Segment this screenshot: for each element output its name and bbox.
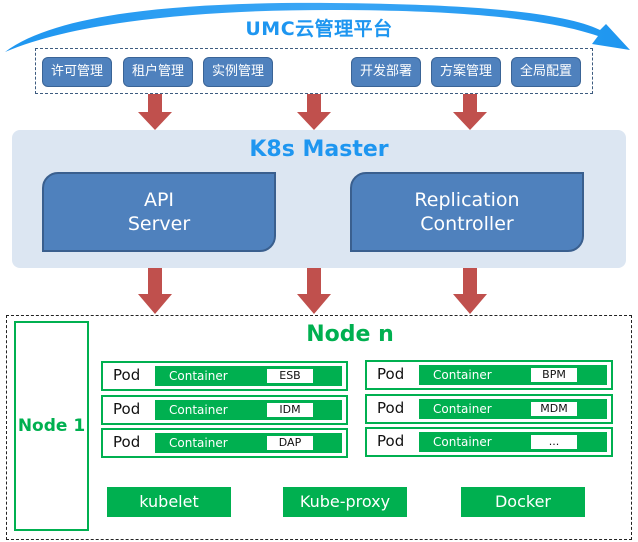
platform-title: UMC云管理平台 xyxy=(245,18,393,40)
down-arrow-icon xyxy=(297,94,331,130)
down-arrow-icon xyxy=(138,268,172,314)
module-tenant-button[interactable]: 租户管理 xyxy=(123,57,193,87)
pod-label: Pod xyxy=(377,432,405,450)
pod-label: Pod xyxy=(113,433,141,451)
replication-controller-box[interactable]: Replication Controller xyxy=(350,172,584,252)
module-solution-button[interactable]: 方案管理 xyxy=(431,57,501,87)
docker-box[interactable]: Docker xyxy=(461,487,585,517)
replication-controller-label-line2: Controller xyxy=(420,213,514,235)
pod-idm[interactable]: Pod Container IDM xyxy=(101,395,348,425)
container-box: Container BPM xyxy=(419,365,607,385)
container-label: Container xyxy=(433,402,492,416)
service-tag-more: ... xyxy=(531,435,577,449)
module-instance-button[interactable]: 实例管理 xyxy=(203,57,273,87)
pod-label: Pod xyxy=(377,365,405,383)
pod-label: Pod xyxy=(377,399,405,417)
container-box: Container DAP xyxy=(155,433,342,453)
container-box: Container IDM xyxy=(155,400,342,420)
node-n-title: Node n xyxy=(306,322,394,347)
pod-dap[interactable]: Pod Container DAP xyxy=(101,428,348,458)
service-tag-bpm: BPM xyxy=(531,368,577,382)
k8s-master-title: K8s Master xyxy=(249,137,389,162)
node-1-label: Node 1 xyxy=(17,416,86,436)
platform-modules-frame xyxy=(35,48,593,94)
module-global-config-button[interactable]: 全局配置 xyxy=(511,57,581,87)
replication-controller-label-line1: Replication xyxy=(414,189,520,211)
service-tag-mdm: MDM xyxy=(531,402,577,416)
down-arrow-icon xyxy=(297,268,331,314)
nodes-frame xyxy=(6,315,632,540)
service-tag-dap: DAP xyxy=(267,436,313,450)
down-arrow-icon xyxy=(453,94,487,130)
api-server-box[interactable]: API Server xyxy=(42,172,276,252)
pod-more[interactable]: Pod Container ... xyxy=(365,427,613,457)
pod-bpm[interactable]: Pod Container BPM xyxy=(365,360,613,390)
pod-label: Pod xyxy=(113,366,141,384)
kube-proxy-box[interactable]: Kube-proxy xyxy=(283,487,407,517)
service-tag-idm: IDM xyxy=(267,403,313,417)
service-tag-esb: ESB xyxy=(267,369,313,383)
container-box: Container MDM xyxy=(419,399,607,419)
api-server-label-line2: Server xyxy=(127,213,191,235)
module-deploy-button[interactable]: 开发部署 xyxy=(351,57,421,87)
container-box: Container ESB xyxy=(155,366,342,386)
container-label: Container xyxy=(169,369,228,383)
kubelet-box[interactable]: kubelet xyxy=(107,487,231,517)
pod-esb[interactable]: Pod Container ESB xyxy=(101,361,348,391)
container-label: Container xyxy=(433,368,492,382)
down-arrow-icon xyxy=(453,268,487,314)
container-label: Container xyxy=(433,435,492,449)
pod-label: Pod xyxy=(113,400,141,418)
pod-mdm[interactable]: Pod Container MDM xyxy=(365,394,613,424)
down-arrow-icon xyxy=(138,94,172,130)
node-1-box[interactable]: Node 1 xyxy=(14,321,89,531)
api-server-label-line1: API xyxy=(143,189,175,211)
container-label: Container xyxy=(169,403,228,417)
platform-arc-arrow-icon xyxy=(5,2,630,52)
container-label: Container xyxy=(169,436,228,450)
container-box: Container ... xyxy=(419,432,607,452)
module-license-button[interactable]: 许可管理 xyxy=(42,57,112,87)
